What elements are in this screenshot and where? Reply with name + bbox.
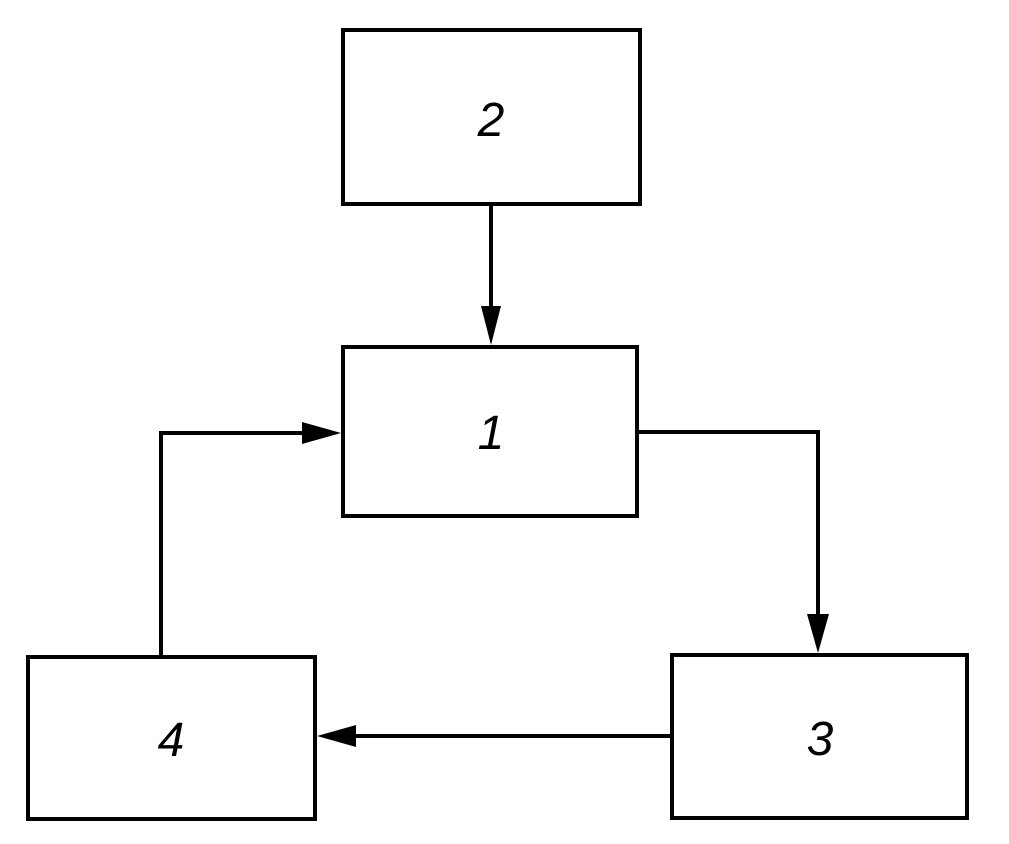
block-1-frame (341, 345, 639, 518)
edge-4-to-1-arrowhead (302, 422, 341, 444)
block-3: 3 (670, 653, 969, 820)
edge-1-to-3-arrowhead (807, 614, 829, 653)
edge-3-to-4 (317, 725, 672, 747)
block-4-label: 4 (158, 714, 185, 767)
edge-2-to-1-arrowhead (481, 306, 501, 345)
edge-3-to-4-arrowhead (317, 725, 356, 747)
block-1-label: 1 (478, 407, 505, 460)
block-1: 1 (341, 345, 639, 518)
block-3-frame (670, 653, 969, 820)
block-2: 2 (341, 28, 642, 206)
block-3-label: 3 (807, 713, 834, 766)
edge-2-to-1 (481, 204, 501, 345)
block-4: 4 (26, 655, 317, 821)
edge-1-to-3-line (637, 430, 820, 620)
block-4-frame (26, 655, 317, 821)
block-2-label: 2 (477, 94, 505, 147)
block-2-frame (341, 28, 642, 206)
edge-1-to-3 (637, 430, 829, 653)
edge-4-to-1-line (159, 431, 308, 657)
edge-4-to-1 (159, 422, 341, 657)
